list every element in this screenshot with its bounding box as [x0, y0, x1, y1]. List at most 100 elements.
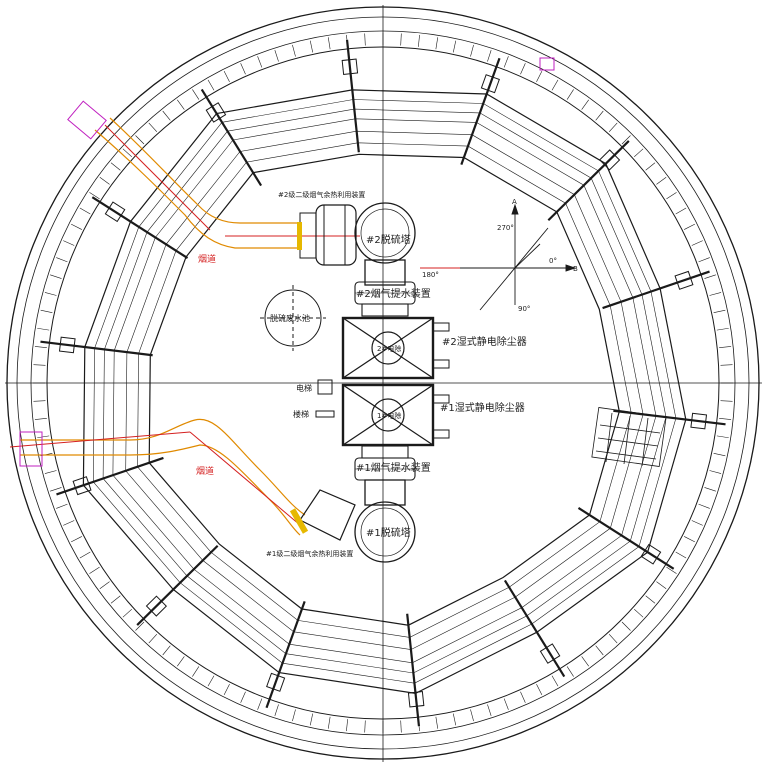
ring-tick	[44, 292, 57, 296]
track-polygon	[148, 153, 620, 626]
ring-tick	[364, 720, 366, 733]
ring-tick	[63, 240, 75, 246]
flue-duct-lower	[20, 418, 306, 536]
elevator-box	[317, 379, 333, 395]
ring-tick	[37, 435, 50, 439]
magenta-markers	[19, 57, 555, 467]
ring-tick	[135, 135, 145, 145]
support-bracket	[599, 149, 621, 171]
label-flue-lower: 烟道	[196, 465, 214, 477]
support-bracket	[674, 270, 694, 290]
ring-tick	[698, 257, 710, 263]
ring-tick	[110, 595, 121, 604]
ring-tick	[400, 720, 402, 733]
reheater-2-unit	[297, 204, 357, 266]
ring-tick	[89, 566, 100, 574]
ring-tick	[608, 122, 618, 133]
ring-tick	[503, 56, 509, 68]
ring-tick	[452, 713, 457, 726]
radial-support	[136, 544, 219, 626]
ring-tick	[99, 581, 110, 589]
track-polygon	[137, 142, 632, 638]
compass-axis-a: A	[512, 198, 517, 206]
label-wastewater-pool: 脱硫废水池	[270, 313, 310, 323]
ring-tick	[274, 704, 279, 716]
ring-tick	[309, 713, 314, 726]
ring-tick	[470, 709, 474, 722]
support-bracket	[539, 643, 561, 664]
ring-tick	[71, 223, 82, 230]
ring-tick	[327, 37, 331, 50]
ring-tick	[666, 566, 677, 574]
label-stairs: 楼梯	[293, 409, 309, 419]
ring-wall-blocks	[33, 33, 733, 733]
radial-support	[200, 88, 263, 187]
label-desulf-tower-1: #1脱硫塔	[366, 526, 411, 539]
label-reheater-1: #1级二级烟气余热利用装置	[266, 549, 353, 558]
support-bracket	[104, 201, 126, 223]
desulf-tower-1	[354, 479, 416, 563]
radial-support	[345, 39, 360, 153]
ring-tick	[110, 162, 121, 171]
ring-tick	[346, 719, 348, 732]
label-reheater-2: #2级二级烟气余热利用装置	[278, 190, 365, 199]
label-esp-inner-1: 1#电除	[377, 411, 401, 420]
compass-north-label: 270°	[497, 224, 514, 232]
label-esp-1: #1湿式静电除尘器	[440, 401, 525, 414]
ring-tick	[487, 704, 492, 716]
text-labels: #2级二级烟气余热利用装置 #1级二级烟气余热利用装置 烟道 烟道 #2脱硫塔 …	[196, 190, 578, 558]
ring-tick	[633, 148, 644, 158]
ring-tick	[566, 666, 574, 677]
ring-tick	[719, 418, 732, 420]
ring-tick	[274, 50, 279, 62]
ring-tick	[709, 470, 722, 474]
radial-support	[91, 196, 189, 259]
radial-support	[577, 507, 675, 570]
ring-tick	[675, 551, 687, 559]
ring-tick	[37, 327, 50, 331]
ring-tick	[520, 63, 526, 75]
ring-tick	[656, 177, 667, 185]
support-bracket	[266, 672, 286, 692]
radial-supports	[40, 39, 726, 727]
flue-duct-upper-red	[104, 124, 360, 237]
ring-tick	[713, 309, 726, 314]
ring-tick	[645, 595, 656, 604]
radial-support	[613, 409, 726, 426]
ring-tick	[418, 34, 420, 47]
ring-tick	[452, 40, 457, 53]
ring-tick	[33, 364, 46, 366]
stairs-box	[315, 410, 335, 418]
label-water-extract-2: #2烟气提水装置	[356, 287, 431, 300]
ring-tick	[536, 71, 543, 82]
ring-tick	[122, 608, 133, 618]
support-bracket	[480, 74, 500, 94]
ring-tick	[633, 608, 644, 618]
ring-tick	[720, 400, 733, 402]
ring-tick	[34, 418, 47, 420]
ring-tick	[566, 89, 574, 100]
ring-tick	[716, 435, 729, 439]
ring-tick	[122, 148, 133, 158]
ring-tick	[44, 470, 57, 474]
ring-tick	[34, 346, 47, 348]
ring-tick	[608, 633, 618, 644]
reheater-1-unit	[289, 489, 356, 541]
radial-support	[406, 613, 421, 727]
ring-tick	[704, 487, 716, 492]
wastewater-pool	[260, 285, 326, 351]
ring-tick	[223, 684, 230, 695]
ring-tick	[223, 71, 230, 82]
ring-tick	[207, 79, 215, 91]
label-elevator: 电梯	[296, 383, 312, 393]
ring-tick	[79, 551, 91, 559]
ring-tick	[645, 162, 656, 171]
ring-tick	[292, 709, 296, 722]
ring-tick	[240, 691, 246, 703]
radial-support	[547, 140, 630, 222]
ring-tick	[33, 400, 46, 402]
ring-tick	[327, 716, 331, 729]
compass-south-label: 90°	[518, 305, 530, 313]
ring-tick	[621, 621, 631, 631]
